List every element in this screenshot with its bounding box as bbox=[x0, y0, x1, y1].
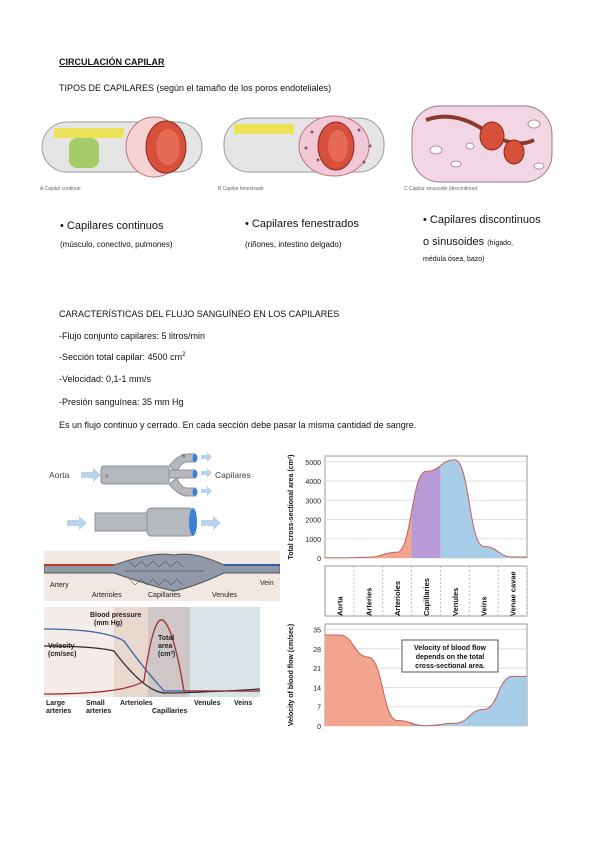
marker-b: B bbox=[182, 454, 186, 460]
sinusoid-detail-inline: (hígado, bbox=[487, 240, 513, 247]
sinusoid-capillary-figure bbox=[411, 105, 553, 183]
chart1-ylabel: Velocity of blood flow (cm/sec) bbox=[288, 624, 295, 726]
velocity-annotation-box bbox=[401, 639, 499, 673]
continuous-caption: • Capilares continuos bbox=[60, 220, 164, 232]
velocity-annotation-line-0: Velocity of blood flow bbox=[414, 645, 487, 652]
chart1-ytick-5: 35 bbox=[313, 628, 321, 635]
label-area: area bbox=[158, 643, 173, 650]
label-total: Total bbox=[158, 635, 174, 642]
fenestrated-capillary-figure bbox=[223, 115, 385, 177]
sinusoid-caption: o sinusoides (hígado, bbox=[423, 236, 513, 248]
chart0-series-line bbox=[325, 459, 527, 559]
chart1-ytick-0: 0 bbox=[317, 724, 321, 731]
chart1-ytick-3: 21 bbox=[313, 666, 321, 673]
velocity-annotation-line-2: cross-sectional area. bbox=[415, 663, 485, 670]
flow-statement: Es un flujo continuo y cerrado. En cada … bbox=[59, 420, 417, 430]
continuous-capillary-figure bbox=[41, 116, 203, 178]
chart0-ytick-5: 5000 bbox=[305, 460, 321, 467]
label-arterioles: Arterioles bbox=[92, 592, 122, 599]
chart0-ylabel: Total cross-sectional area (cm²) bbox=[288, 455, 295, 560]
label-venules: Venules bbox=[212, 592, 237, 599]
figure-label-b: B Capilar fenestrado bbox=[218, 186, 264, 192]
fact-section-sup: 2 bbox=[182, 352, 186, 358]
capillary-illustrations bbox=[41, 105, 553, 183]
types-subtitle: TIPOS DE CAPILARES (según el tamaño de l… bbox=[59, 83, 332, 93]
fact-pressure: -Presión sanguínea: 35 mm Hg bbox=[59, 397, 184, 407]
chart1-series-line bbox=[325, 634, 527, 727]
characteristics-title: CARACTERÍSTICAS DEL FLUJO SANGUÍNEO EN L… bbox=[59, 309, 340, 319]
chart1-ytick-4: 28 bbox=[313, 647, 321, 654]
aorta-branching-diagram: Aorta A B Capilares bbox=[49, 452, 251, 537]
bottom-small-arteries: arteries bbox=[86, 708, 111, 715]
label-mmhg: (mm Hg) bbox=[94, 620, 122, 627]
capilares-label: Capilares bbox=[215, 470, 251, 480]
bottom-veins: Veins bbox=[234, 700, 252, 707]
flow-arrow-in bbox=[81, 468, 101, 482]
label-cmsec: (cm/sec) bbox=[48, 651, 76, 658]
bottom-capillaries: Capillaries bbox=[152, 708, 188, 715]
velocity-annotation-line-1: depends on the total bbox=[416, 654, 485, 661]
label-velocity: Velocity bbox=[48, 643, 75, 650]
category-label-2: Arterioles bbox=[393, 581, 402, 616]
chart0-ytick-2: 2000 bbox=[305, 518, 321, 525]
marker-a: A bbox=[105, 474, 109, 480]
category-label-1: Arteries bbox=[364, 588, 373, 616]
continuous-detail: (músculo, conectivo, pulmones) bbox=[60, 240, 173, 249]
chart0-ytick-3: 3000 bbox=[305, 498, 321, 505]
label-vein: Vein bbox=[260, 580, 274, 587]
fenestrated-detail: (riñones, intestino delgado) bbox=[245, 240, 342, 249]
chart1-ytick-1: 7 bbox=[317, 705, 321, 712]
chart0-ytick-4: 4000 bbox=[305, 479, 321, 486]
category-label-4: Venules bbox=[451, 588, 460, 616]
label-cm2: (cm²) bbox=[158, 651, 175, 658]
category-label-5: Veins bbox=[480, 596, 489, 616]
chart0-ytick-1: 1000 bbox=[305, 537, 321, 544]
bottom-large: Large bbox=[46, 700, 65, 707]
label-blood-pressure: Blood pressure bbox=[90, 612, 141, 619]
label-capillaries: Capillaries bbox=[148, 592, 181, 599]
figure-label-c: C Capilar sinusoide (discontinuo) bbox=[404, 186, 478, 192]
chart1-ytick-2: 14 bbox=[313, 685, 321, 692]
discontinuous-caption: • Capilares discontinuos bbox=[423, 214, 541, 226]
category-label-0: Aorta bbox=[335, 596, 344, 616]
fact-section: -Sección total capilar: 4500 cm2 bbox=[59, 352, 185, 362]
category-label-6: Venae cavae bbox=[509, 571, 518, 616]
category-label-3: Capillaries bbox=[422, 578, 431, 616]
vessel-curves-diagram: Artery Arterioles Capillaries Venules Ve… bbox=[44, 551, 280, 715]
bottom-arterioles: Arterioles bbox=[120, 700, 153, 707]
bottom-arteries: arteries bbox=[46, 708, 71, 715]
fenestrated-caption: • Capilares fenestrados bbox=[245, 218, 359, 230]
fact-velocity: -Velocidad: 0,1-1 mm/s bbox=[59, 374, 152, 384]
aorta-label: Aorta bbox=[49, 470, 70, 480]
chart0-ytick-0: 0 bbox=[317, 556, 321, 563]
fact-section-label: -Sección total capilar: 4500 cm bbox=[59, 352, 183, 362]
fact-flow: -Flujo conjunto capilares: 5 litros/min bbox=[59, 331, 206, 341]
bottom-venules: Venules bbox=[194, 700, 221, 707]
label-artery: Artery bbox=[50, 582, 69, 589]
discontinuous-detail: médula ósea, bazo) bbox=[423, 256, 485, 263]
page-title: CIRCULACIÓN CAPILAR bbox=[59, 57, 165, 67]
bottom-small: Small bbox=[86, 700, 105, 707]
sinusoid-name: o sinusoides bbox=[423, 236, 485, 248]
area-velocity-charts: 0 1000 2000 3000 4000 5000 Total cross-section… bbox=[288, 455, 528, 731]
category-band bbox=[324, 565, 528, 617]
figure-label-a: A Capilar continuo bbox=[40, 186, 81, 192]
